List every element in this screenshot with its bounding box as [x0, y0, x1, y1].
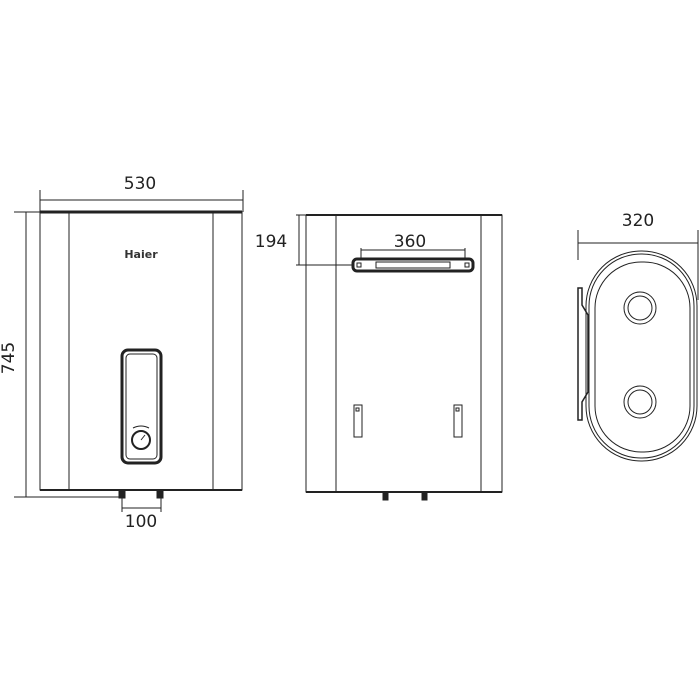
bracket-offset-label: 194 — [255, 232, 287, 252]
bracket-width-label: 360 — [394, 232, 426, 252]
knob-pointer — [140, 434, 146, 441]
control-panel-inner — [125, 353, 158, 460]
back-view: 194 360 — [255, 214, 503, 501]
depth-label: 320 — [622, 211, 654, 231]
inlet-port-inner — [627, 295, 653, 321]
height-label: 745 — [0, 342, 19, 374]
bracket-hole — [356, 262, 362, 268]
outlet-port-outer — [623, 385, 657, 419]
pipe-inlet — [118, 489, 126, 499]
brand-logo: Haier — [124, 248, 158, 261]
side-outline-outer — [585, 250, 698, 462]
pipe-outlet — [156, 489, 164, 499]
wall-bracket-side — [577, 287, 589, 421]
knob-scale — [132, 425, 150, 429]
lower-bracket-left — [353, 404, 363, 438]
lower-bracket-right — [453, 404, 463, 438]
bracket-hole — [355, 407, 360, 412]
control-panel — [120, 348, 163, 465]
bracket-hole — [464, 262, 470, 268]
thermostat-knob — [131, 430, 151, 450]
pipe-spacing-label: 100 — [125, 512, 157, 532]
mounting-bracket — [351, 257, 475, 273]
width-label: 530 — [124, 174, 156, 194]
pipe-inlet — [382, 491, 389, 501]
side-outline-mid — [588, 253, 695, 459]
side-view: 320 — [577, 211, 699, 462]
bracket-slot — [375, 261, 451, 269]
front-view: 530 745 Haier 100 — [0, 174, 244, 532]
outlet-port-inner — [627, 389, 653, 415]
heater-back-body — [305, 214, 503, 493]
inlet-port-outer — [623, 291, 657, 325]
side-outline-inner — [594, 261, 691, 453]
pipe-outlet — [421, 491, 428, 501]
bracket-hole — [455, 407, 460, 412]
